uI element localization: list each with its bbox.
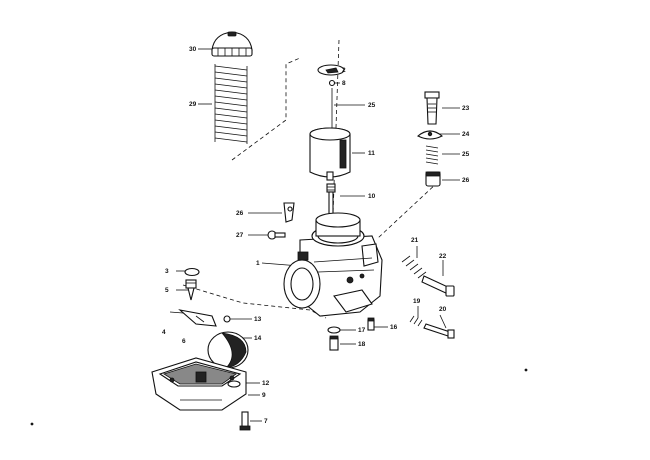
throttle-slide-part-11	[309, 127, 351, 181]
plunger-part-26	[425, 171, 441, 187]
callout-6: 6	[182, 338, 186, 345]
spring-part-25	[425, 145, 439, 165]
cover-part-24	[417, 130, 443, 140]
callout-25-spring: 25	[462, 151, 470, 158]
callout-12: 12	[262, 380, 270, 387]
callout-13: 13	[254, 316, 262, 323]
callout-23: 23	[462, 105, 470, 112]
carburetor-body-part-1	[283, 212, 383, 317]
bracket-part-28	[283, 202, 295, 223]
callout-10: 10	[368, 193, 376, 200]
drain-screw-part-7	[239, 411, 251, 431]
callout-19: 19	[413, 298, 421, 305]
callout-25-needle: 25	[368, 102, 376, 109]
callout-14: 14	[254, 335, 262, 342]
adjuster-part-23	[424, 91, 440, 125]
callout-7: 7	[264, 418, 268, 425]
screw-part-27	[267, 230, 286, 240]
gasket-part-3	[184, 267, 200, 277]
screw-part-22	[421, 275, 455, 297]
callout-30: 30	[189, 46, 197, 53]
callout-21: 21	[411, 237, 419, 244]
spring-part-19	[409, 315, 423, 327]
callout-22: 22	[439, 253, 447, 260]
callout-16: 16	[390, 324, 398, 331]
callout-2: 2	[342, 67, 346, 74]
callout-24: 24	[462, 131, 470, 138]
cap-part-30	[211, 31, 253, 57]
spring-part-29	[214, 64, 248, 144]
callout-8: 8	[342, 80, 346, 87]
callout-26-bracket: 26	[236, 210, 244, 217]
gasket-part-12	[227, 380, 241, 388]
float-arm-part-6	[178, 309, 217, 327]
main-jet-part-18	[329, 335, 339, 351]
stray-dot	[30, 422, 34, 426]
spring-part-21	[401, 255, 427, 279]
callout-17: 17	[358, 327, 366, 334]
stray-dot	[524, 368, 528, 372]
callout-11: 11	[368, 150, 375, 157]
retainer-plate-part-2	[317, 64, 345, 76]
callout-9: 9	[262, 392, 266, 399]
callout-labels: 30 29 2 8 25 11 10 23 24 25 26 26 27 1 2…	[162, 46, 470, 425]
float-part-14	[207, 331, 249, 369]
callout-4: 4	[162, 329, 166, 336]
float-bowl-part-9	[151, 357, 247, 411]
callout-3: 3	[165, 268, 169, 275]
callout-27: 27	[236, 232, 244, 239]
callout-18: 18	[358, 341, 366, 348]
clip-part-8	[328, 79, 336, 87]
valve-part-5	[185, 279, 197, 301]
callout-5: 5	[165, 287, 169, 294]
callout-20: 20	[439, 306, 447, 313]
callout-29: 29	[189, 101, 197, 108]
callout-26-plunger: 26	[462, 177, 470, 184]
callout-1: 1	[256, 260, 260, 267]
clip-part-13	[223, 315, 231, 323]
screw-part-20	[423, 323, 455, 339]
washer-part-17	[327, 326, 341, 334]
jet-part-16	[367, 317, 375, 331]
